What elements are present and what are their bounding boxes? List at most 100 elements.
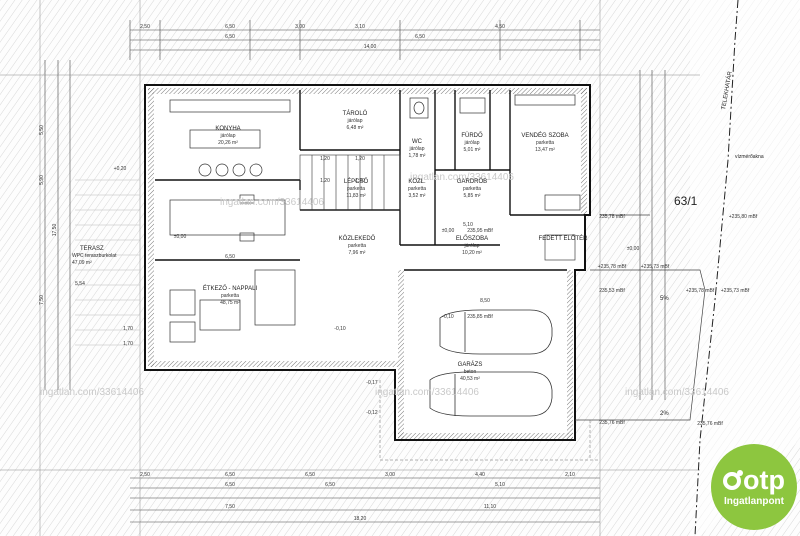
water-meter-note: vízmérőakna — [735, 154, 764, 160]
dim-inner-1: 5,10 — [463, 222, 473, 228]
room-area: 20,26 m² — [218, 140, 238, 146]
dim-bot2-0: 6,50 — [225, 482, 235, 488]
room-konyha: KONYHA járólap 20,26 m² — [215, 126, 240, 146]
dim-top1-4: 4,50 — [495, 24, 505, 30]
room-name: WC — [412, 139, 423, 145]
dim-top1-1: 6,50 — [225, 24, 235, 30]
neighbor-area — [690, 0, 800, 536]
driveway — [544, 214, 706, 421]
room-eloszoba: ELŐSZOBA járólap 10,20 m² — [456, 235, 488, 256]
staircase — [299, 154, 401, 211]
grid-axes — [0, 0, 700, 536]
garage-cars — [429, 309, 553, 417]
watermark-4: ingatlan.com/33614406 — [410, 172, 514, 183]
room-name: VENDÉG SZOBA — [521, 132, 568, 139]
dimension-lines-top — [44, 20, 666, 523]
dim-left-3: 7,50 — [39, 295, 45, 305]
room-wc: WC járólap 1,78 m² — [408, 139, 425, 159]
slope-label: 2% — [660, 411, 669, 417]
room-area: 5,01 m² — [464, 147, 481, 153]
dim-left-1: 5,90 — [39, 175, 45, 185]
room-kozlekedo: KÖZLEKEDŐ parketta 7,96 m² — [339, 235, 376, 256]
terrace-boards — [75, 179, 140, 346]
dim-bot1-5: 2,10 — [565, 472, 575, 478]
dim-top3-0: 14,00 — [364, 44, 377, 50]
dim-bot3-1: 11,10 — [484, 504, 496, 510]
level-neg10: -0,10 — [334, 326, 346, 332]
room-floor: parketta — [408, 186, 426, 192]
room-name: LÉPCSŐ — [344, 178, 369, 185]
room-garazs: GARÁZS beton 40,53 m² — [458, 361, 483, 382]
room-floor: járólap — [463, 243, 479, 249]
room-floor: járólap — [346, 118, 362, 124]
dim-inner-3: 1,20 — [320, 156, 330, 162]
room-area: 48,75 m² — [220, 300, 240, 306]
dim-bot2-2: 5,10 — [495, 482, 505, 488]
watermark-3: ingatlan.com/33614406 — [220, 197, 324, 208]
dim-bot1-4: 4,40 — [475, 472, 485, 478]
level-r2a: +235,73 mBf — [641, 264, 670, 270]
watermark-1: ingatlan.com/33614406 — [40, 387, 144, 398]
room-floor: beton — [464, 369, 477, 375]
room-name: FEDETT ELŐTÉR — [539, 235, 589, 242]
room-name: GARÁZS — [458, 361, 483, 368]
level-garage: 235,85 mBf — [467, 314, 493, 320]
room-name: KONYHA — [215, 126, 240, 132]
level-neg17: -0,17 — [366, 380, 378, 386]
room-lepcso: LÉPCSŐ parketta 11,83 m² — [344, 178, 369, 199]
room-floor: járólap — [219, 133, 235, 139]
dim-inner-5: 1,20 — [320, 178, 330, 184]
room-kozl: KÖZL. parketta 3,52 m² — [408, 178, 426, 199]
dim-bot4-0: 18,20 — [354, 516, 367, 522]
room-area: 1,78 m² — [409, 153, 426, 159]
level-entry: 235,95 mBf — [467, 228, 493, 234]
logo-brand-name: otp — [743, 465, 785, 495]
room-area: 3,52 m² — [409, 193, 426, 199]
dim-left-4: 5,54 — [75, 281, 85, 287]
room-floor: parketta — [221, 293, 239, 299]
room-garderob: GARDRÓB parketta 5,85 m² — [457, 178, 487, 199]
room-etkezo: ÉTKEZŐ - NAPPALI parketta 48,75 m² — [203, 285, 258, 306]
entry-path — [379, 380, 600, 461]
dim-left-0: 5,50 — [39, 125, 45, 135]
dim-bot1-1: 6,50 — [225, 472, 235, 478]
dim-bot1-0: 2,50 — [140, 472, 150, 478]
dim-bot2-1: 6,50 — [325, 482, 335, 488]
level-terrace: +0,20 — [114, 166, 127, 172]
watermark-5: ingatlan.com/33614406 — [625, 387, 729, 398]
room-name: TERASZ — [80, 246, 104, 252]
room-floor: parketta — [348, 243, 366, 249]
plot-boundary — [694, 0, 739, 536]
level-r6: 235,78 mBf — [599, 214, 625, 220]
living-furniture — [169, 269, 296, 343]
room-fedett: FEDETT ELŐTÉR — [539, 235, 589, 242]
level-zero-entry: ±0,00 — [442, 228, 455, 234]
level-zero-living: ±0,00 — [174, 234, 187, 240]
room-floor: járólap — [408, 146, 424, 152]
room-area: 7,96 m² — [349, 250, 366, 256]
room-area: 6,48 m² — [347, 125, 364, 131]
level-r5: +235,80 mBf — [729, 214, 758, 220]
room-name: ÉTKEZŐ - NAPPALI — [203, 285, 258, 292]
logo-mark: otp — [723, 467, 785, 494]
bathroom-fixtures — [409, 94, 581, 211]
slope-label-2: 5% — [660, 296, 669, 302]
level-r7: 235,76 mBf — [599, 420, 625, 426]
room-tarolo: TÁROLÓ járólap 6,48 m² — [343, 110, 368, 131]
room-area: 40,53 m² — [460, 376, 480, 382]
level-garage-drop: -0,10 — [442, 314, 454, 320]
dim-inner-6: 1,20 — [355, 178, 365, 184]
room-area: 11,83 m² — [346, 193, 366, 199]
otp-ring-icon — [723, 469, 743, 490]
room-name: TÁROLÓ — [343, 110, 368, 117]
level-zero-porch: ±0,00 — [627, 246, 640, 252]
dim-inner-2: 8,50 — [480, 298, 490, 304]
room-name: KÖZL. — [408, 178, 426, 185]
room-vendeg: VENDÉG SZOBA parketta 13,47 m² — [521, 132, 568, 153]
room-name: GARDRÓB — [457, 178, 487, 185]
level-r3: 235,76 mBf — [697, 421, 723, 427]
logo-subtitle: Ingatlanpont — [724, 496, 784, 507]
otp-ingatlanpont-logo: otp Ingatlanpont — [711, 444, 797, 530]
level-r1b: +235,78 mBf — [686, 288, 715, 294]
